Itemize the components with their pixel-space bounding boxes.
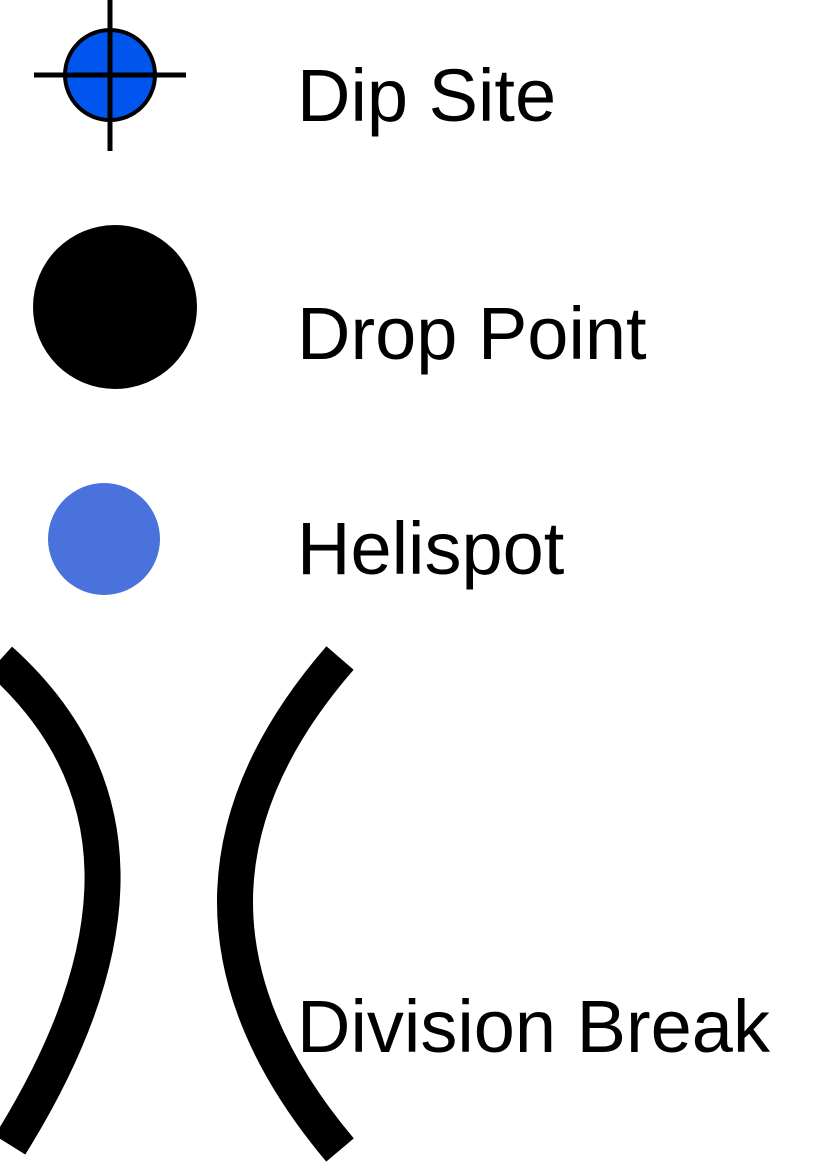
helispot-label: Helispot <box>297 507 565 590</box>
helispot-icon <box>48 483 160 595</box>
drop-point-label: Drop Point <box>297 292 647 375</box>
division-break-icon <box>0 646 354 1162</box>
drop-point-circle <box>33 225 197 389</box>
dip-site-label: Dip Site <box>297 54 557 137</box>
dip-site-icon <box>34 0 186 151</box>
helispot-circle <box>48 483 160 595</box>
division-break-right-arc <box>217 646 354 1162</box>
drop-point-icon <box>33 225 197 389</box>
division-break-label: Division Break <box>297 985 770 1068</box>
division-break-left-arc <box>0 646 121 1155</box>
